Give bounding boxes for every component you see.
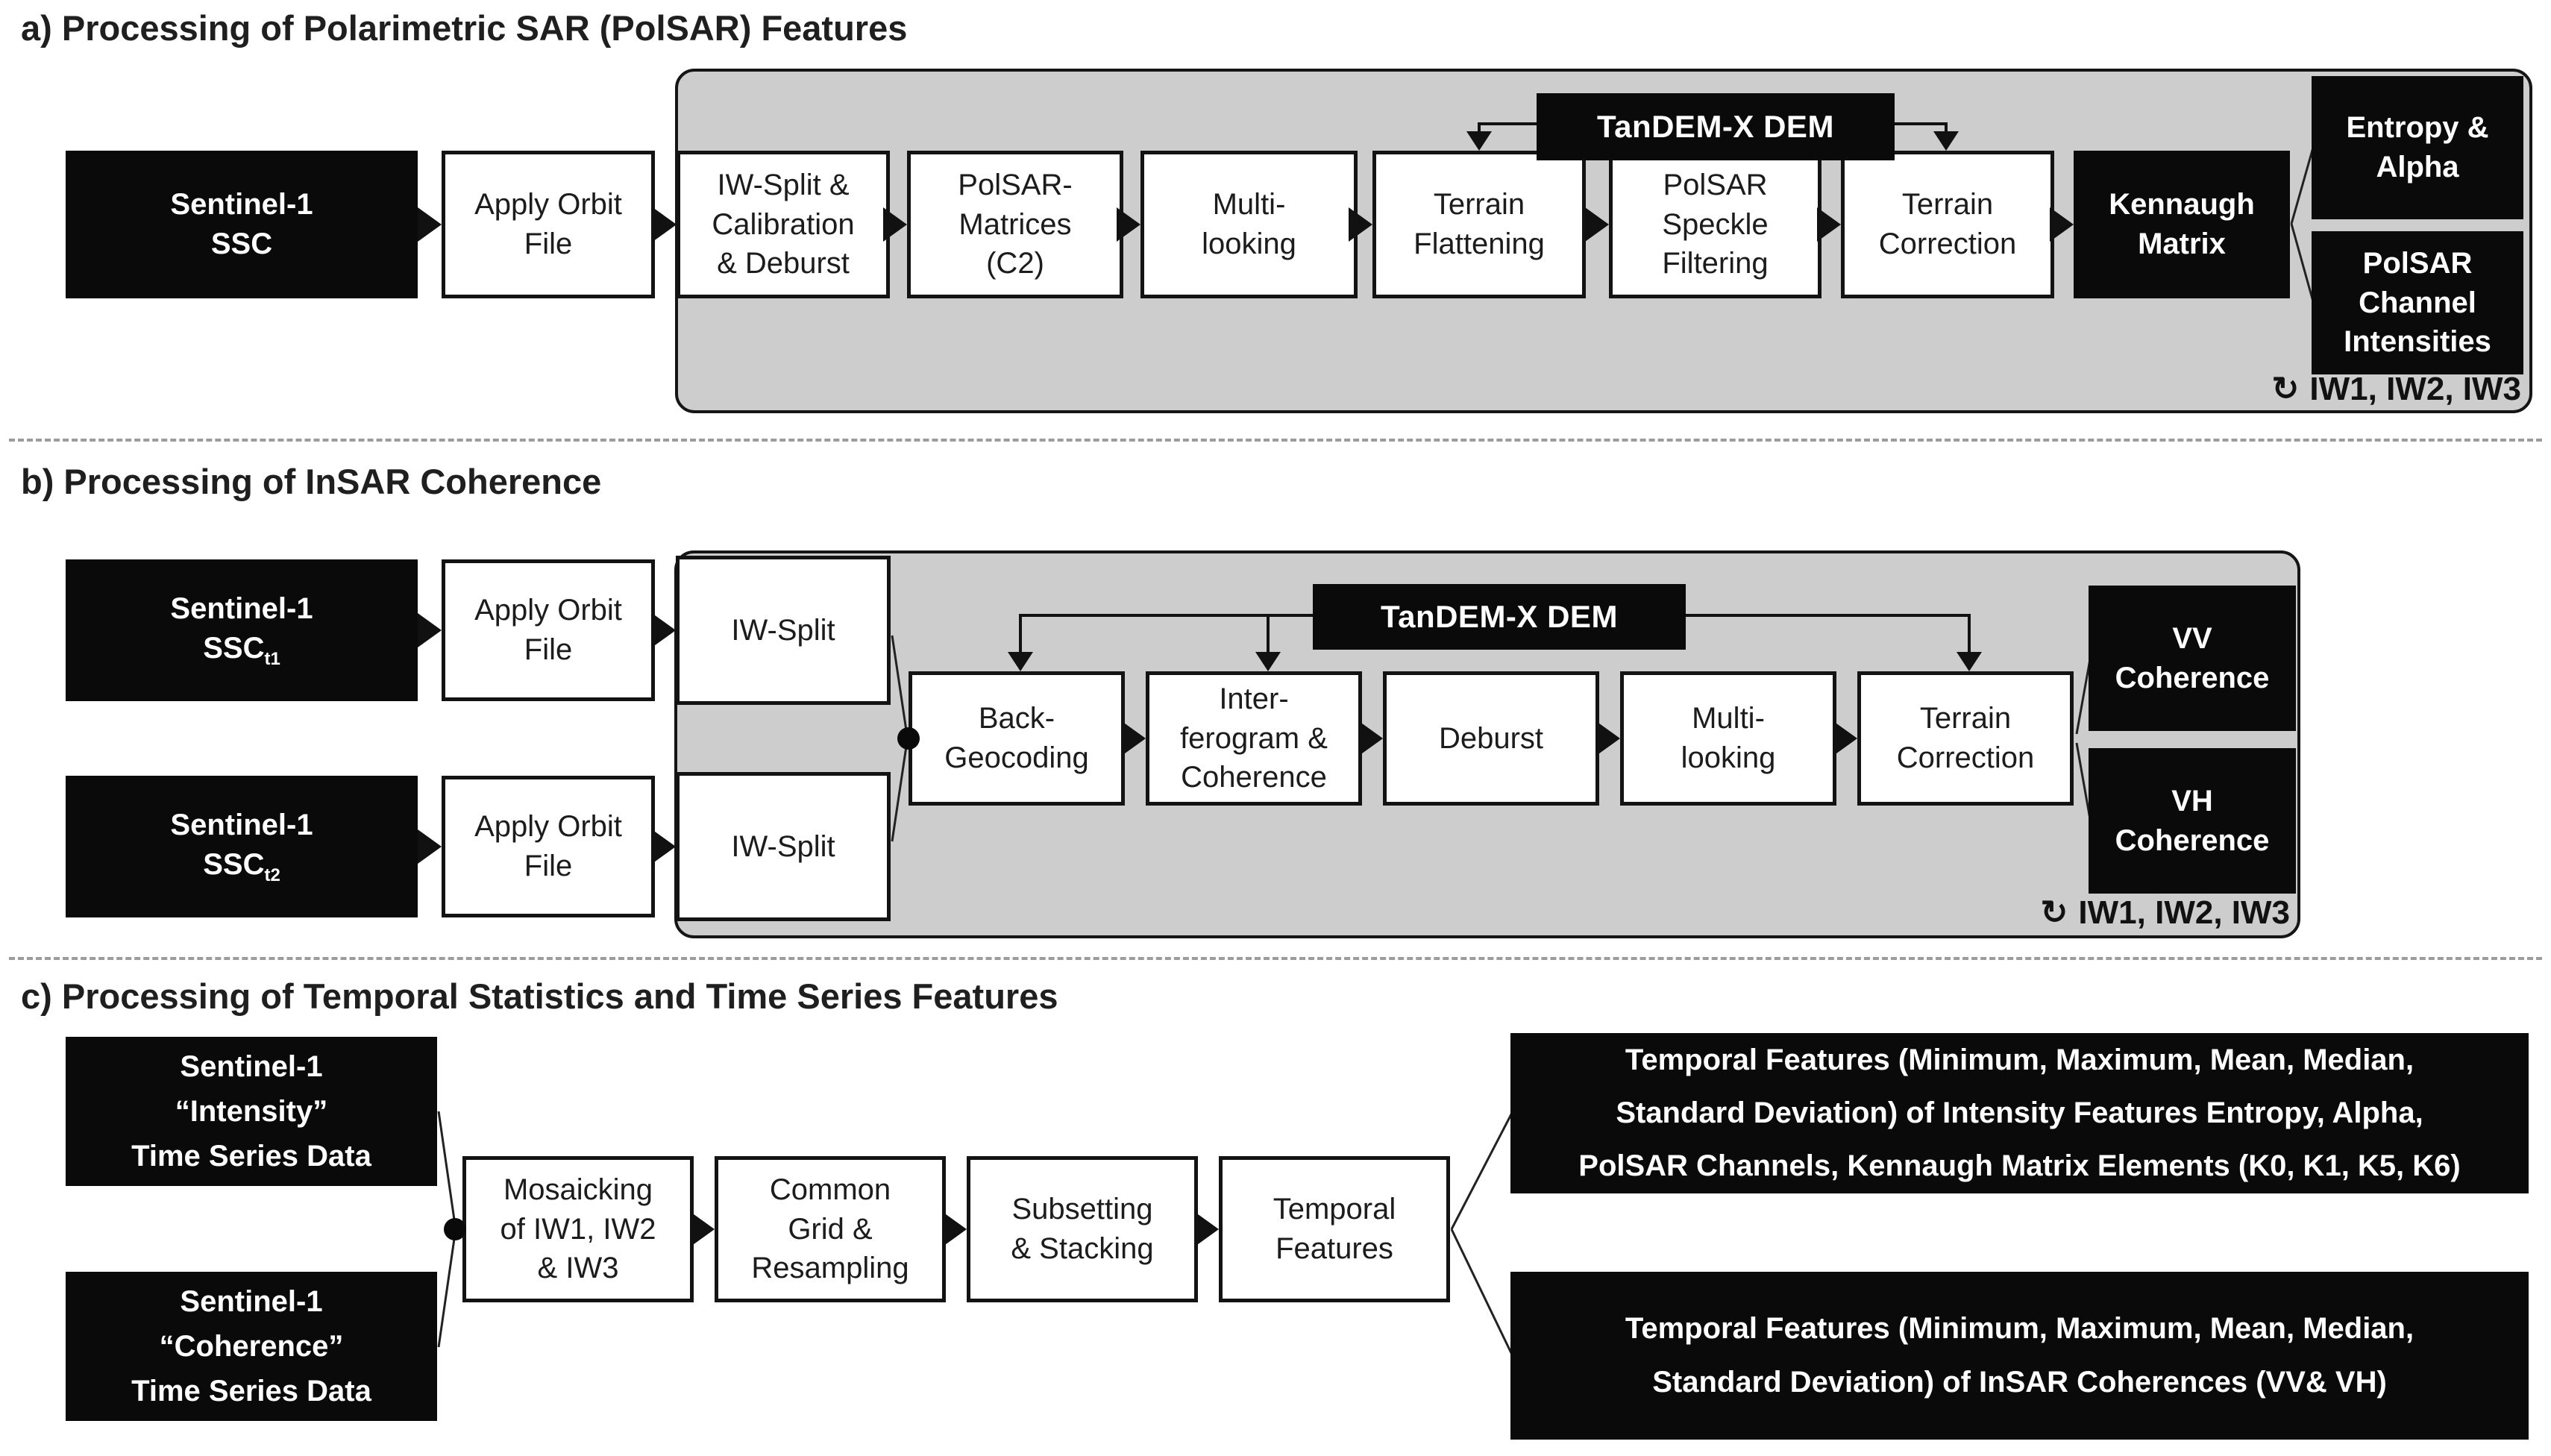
arrow-grid-to-subsetting: [943, 1212, 967, 1246]
arrow-orbit-to-iwsplit: [653, 207, 677, 242]
arrow-ssct2-to-orbit: [418, 829, 442, 864]
node-deburst: Deburst: [1383, 671, 1599, 806]
node-subsetting-stacking: Subsetting & Stacking: [967, 1156, 1198, 1302]
arrow-geocoding-to-interferogram: [1122, 721, 1146, 756]
output-entropy-alpha: Entropy & Alpha: [2312, 76, 2523, 219]
line-temporal-out1: [1450, 1112, 1513, 1230]
arrow-deburst-to-multilooking: [1596, 721, 1620, 756]
node-common-grid-resampling: Common Grid & Resampling: [715, 1156, 946, 1302]
section-c-title: c) Processing of Temporal Statistics and…: [21, 976, 1058, 1016]
separator-a-b: [9, 439, 2542, 442]
tandem-a-right-drop: [1945, 122, 1948, 133]
tandem-b-right-line: [1686, 614, 1971, 617]
tandem-b-drop-geocoding: [1019, 614, 1022, 652]
node-tandem-x-dem-a: TanDEM-X DEM: [1537, 93, 1895, 160]
tandem-a-arrow-correction: [1933, 131, 1959, 151]
junction-dot-c: [444, 1218, 466, 1240]
tandem-a-left-line: [1478, 122, 1537, 125]
line-correction-vv: [2075, 659, 2092, 735]
node-tandem-x-dem-b: TanDEM-X DEM: [1313, 584, 1686, 650]
arrow-multilooking-to-correction: [1833, 721, 1857, 756]
separator-b-c: [9, 957, 2542, 960]
line-intensity-junction: [437, 1111, 456, 1226]
node-terrain-correction-b: Terrain Correction: [1857, 671, 2074, 806]
output-vv-coherence: VV Coherence: [2089, 586, 2296, 731]
tandem-b-drop-correction: [1968, 614, 1971, 652]
node-interferogram-coherence: Inter- ferogram & Coherence: [1146, 671, 1362, 806]
output-temporal-coherence-features: Temporal Features (Minimum, Maximum, Mea…: [1510, 1272, 2529, 1440]
line-kennaugh-channels: [2290, 223, 2315, 302]
node-multilooking-b: Multi- looking: [1620, 671, 1836, 806]
arrow-subsetting-to-temporal: [1195, 1212, 1219, 1246]
arrow-matrices-to-multilooking: [1117, 207, 1140, 242]
junction-dot-b: [897, 727, 920, 750]
section-b-title: b) Processing of InSAR Coherence: [21, 462, 602, 501]
node-multilooking-a: Multi- looking: [1140, 151, 1358, 298]
arrow-interferogram-to-deburst: [1359, 721, 1383, 756]
tandem-a-arrow-flattening: [1466, 131, 1492, 151]
node-polsar-speckle-filtering: PolSAR Speckle Filtering: [1609, 151, 1822, 298]
node-apply-orbit-file-b2: Apply Orbit File: [442, 776, 655, 917]
tandem-b-left-line: [1019, 614, 1313, 617]
arrow-orbit1-to-iwsplit1: [652, 613, 676, 647]
output-temporal-intensity-features: Temporal Features (Minimum, Maximum, Mea…: [1510, 1033, 2529, 1193]
node-kennaugh-matrix: Kennaugh Matrix: [2074, 151, 2290, 298]
arrow-iwsplit-to-matrices: [883, 207, 907, 242]
arrow-correction-to-kennaugh: [2050, 207, 2074, 242]
arrow-speckle-to-correction: [1817, 207, 1841, 242]
node-coherence-time-series: Sentinel-1 “Coherence” Time Series Data: [66, 1272, 437, 1421]
arrow-ssct1-to-orbit: [418, 613, 442, 647]
loop-icon-b: ↻: [2040, 894, 2068, 931]
node-terrain-flattening: Terrain Flattening: [1372, 151, 1586, 298]
line-coherence-junction: [437, 1233, 456, 1348]
tandem-b-arrow-geocoding: [1008, 652, 1033, 671]
node-temporal-features: Temporal Features: [1219, 1156, 1450, 1302]
node-polsar-matrices: PolSAR- Matrices (C2): [907, 151, 1123, 298]
tandem-b-drop-interferogram: [1267, 614, 1270, 652]
arrow-multilooking-to-flattening: [1349, 207, 1372, 242]
line-iwsplit1-junction: [891, 635, 909, 736]
arrow-ssc-to-orbit: [418, 207, 442, 242]
loop-label-a: ↻IW1, IW2, IW3: [2271, 371, 2521, 407]
line-temporal-out2: [1450, 1228, 1513, 1355]
tandem-b-arrow-interferogram: [1255, 652, 1281, 671]
node-terrain-correction-a: Terrain Correction: [1841, 151, 2054, 298]
tandem-b-arrow-correction: [1957, 652, 1982, 671]
node-sentinel1-ssc: Sentinel-1 SSC: [66, 151, 418, 298]
arrow-mosaicking-to-grid: [691, 1212, 715, 1246]
output-polsar-channel-intensities: PolSAR Channel Intensities: [2312, 231, 2523, 374]
node-iw-split-calibration-deburst: IW-Split & Calibration & Deburst: [677, 151, 890, 298]
node-sentinel1-ssc-t2: Sentinel-1 SSCt2: [66, 776, 418, 917]
node-intensity-time-series: Sentinel-1 “Intensity” Time Series Data: [66, 1037, 437, 1186]
node-apply-orbit-file-a: Apply Orbit File: [442, 151, 655, 298]
node-sentinel1-ssc-t1: Sentinel-1 SSCt1: [66, 559, 418, 701]
node-iw-split-1: IW-Split: [676, 556, 891, 705]
arrow-flattening-to-speckle: [1585, 207, 1609, 242]
section-a-title: a) Processing of Polarimetric SAR (PolSA…: [21, 8, 908, 48]
node-back-geocoding: Back- Geocoding: [909, 671, 1125, 806]
node-apply-orbit-file-b1: Apply Orbit File: [442, 559, 655, 701]
node-iw-split-2: IW-Split: [676, 772, 891, 921]
line-kennaugh-entropy: [2290, 147, 2315, 225]
arrow-orbit2-to-iwsplit2: [652, 829, 676, 864]
line-iwsplit2-junction: [891, 741, 909, 842]
tandem-a-left-drop: [1478, 122, 1481, 133]
tandem-a-right-line: [1895, 122, 1948, 125]
output-vh-coherence: VH Coherence: [2089, 748, 2296, 894]
line-correction-vh: [2075, 742, 2092, 820]
node-mosaicking: Mosaicking of IW1, IW2 & IW3: [462, 1156, 694, 1302]
loop-label-b: ↻IW1, IW2, IW3: [2040, 894, 2290, 931]
loop-icon-a: ↻: [2271, 371, 2300, 407]
